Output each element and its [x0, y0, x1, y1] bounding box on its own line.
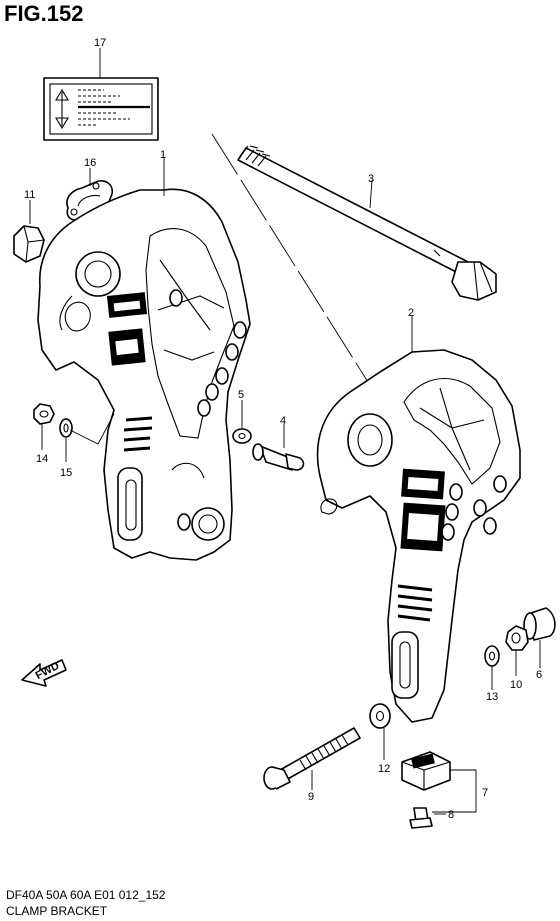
callout-10: 10 [510, 679, 522, 691]
callout-12: 12 [378, 763, 390, 775]
part-15-washer [59, 418, 73, 438]
part-7-pad [401, 751, 451, 791]
part-11-nut [13, 225, 45, 263]
callout-11: 11 [24, 189, 35, 201]
part-13-washer [484, 645, 500, 667]
fwd-arrow-icon: FWD [21, 659, 67, 687]
callout-14: 14 [36, 453, 48, 465]
part-14-nut [33, 403, 55, 425]
part-4-bolt [252, 443, 305, 471]
callout-7: 7 [482, 787, 488, 799]
part-1-clamp-bracket [37, 188, 251, 561]
part-8-screw [409, 807, 433, 829]
leader-lines [29, 48, 541, 815]
callout-2: 2 [408, 307, 414, 319]
part-3-through-bolt [237, 145, 497, 301]
part-5-washer [232, 428, 252, 444]
figure-caption: CLAMP BRACKET [6, 904, 108, 918]
figure-title: FIG.152 [4, 1, 84, 26]
part-2-clamp-bracket [316, 349, 521, 723]
model-line: DF40A 50A 60A E01 012_152 [6, 888, 166, 902]
callout-8: 8 [448, 809, 454, 821]
callout-9: 9 [308, 791, 314, 803]
callout-1: 1 [160, 149, 166, 161]
callout-15: 15 [60, 467, 72, 479]
part-17-warning-label [43, 77, 159, 141]
callout-16: 16 [84, 157, 96, 169]
callout-13: 13 [486, 691, 498, 703]
callout-17: 17 [94, 37, 106, 49]
part-12-washer [369, 703, 391, 729]
part-10-nut [505, 625, 529, 651]
callout-5: 5 [238, 389, 244, 401]
callout-6: 6 [536, 669, 542, 681]
part-6-cap [523, 607, 556, 641]
part-9-bolt [263, 727, 361, 790]
callout-4: 4 [280, 415, 286, 427]
callout-3: 3 [368, 173, 374, 185]
callout-numbers: 1 2 3 4 5 6 7 8 9 10 11 12 13 14 15 16 1… [24, 37, 542, 821]
